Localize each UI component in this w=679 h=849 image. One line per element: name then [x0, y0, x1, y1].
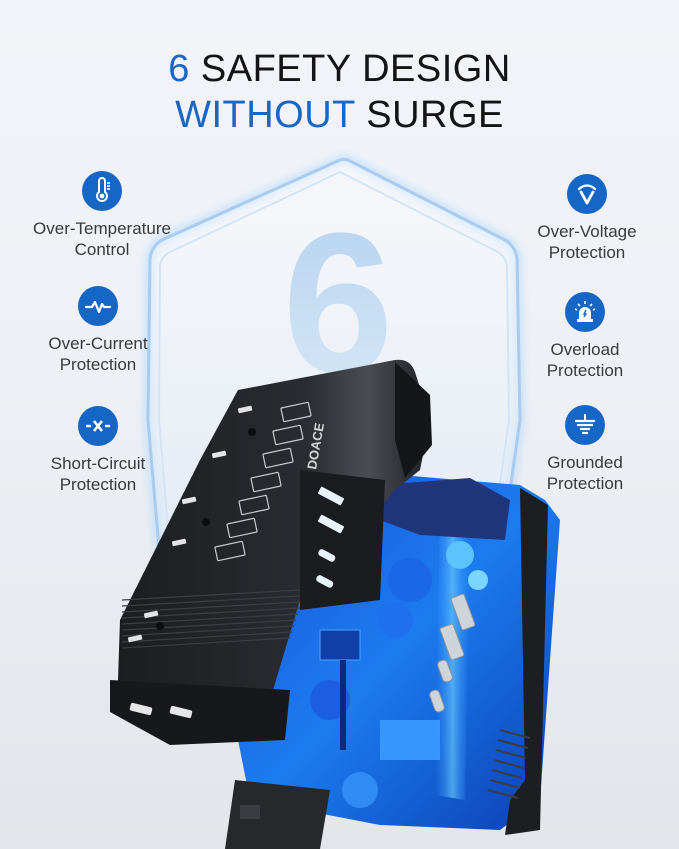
ground-icon — [565, 405, 605, 445]
feature-over-current: Over-Current Protection — [3, 286, 193, 375]
feature-label-line-2: Protection — [546, 474, 624, 493]
feature-label-line-1: Over-Voltage — [537, 222, 637, 241]
headline: 6 SAFETY DESIGN WITHOUT SURGE — [0, 46, 679, 138]
headline-line-2: WITHOUT SURGE — [0, 92, 679, 138]
feature-label-line-1: Grounded — [547, 453, 623, 472]
feature-label-line-2: Protection — [59, 355, 137, 374]
short-circuit-icon — [78, 406, 118, 446]
shield-shape — [146, 157, 522, 562]
headline-accent-word: WITHOUT — [175, 94, 356, 136]
feature-grounded: Grounded Protection — [490, 405, 679, 494]
feature-label-line-2: Protection — [59, 475, 137, 494]
feature-label-line-1: Over-Temperature — [33, 219, 171, 238]
feature-label-line-2: Protection — [546, 361, 624, 380]
thermometer-icon — [82, 171, 122, 211]
headline-line-1: 6 SAFETY DESIGN — [0, 46, 679, 92]
feature-short-circuit: Short-Circuit Protection — [3, 406, 193, 495]
headline-line-2-text: SURGE — [355, 94, 504, 136]
feature-over-temperature: Over-Temperature Control — [7, 171, 197, 260]
feature-label-line-1: Over-Current — [48, 334, 148, 353]
feature-label-line-2: Control — [74, 240, 130, 259]
shield-numeral: 6 — [282, 192, 393, 415]
headline-accent-number: 6 — [168, 48, 190, 90]
feature-over-voltage: Over-Voltage Protection — [492, 174, 679, 263]
device-brand: DOACE — [304, 421, 327, 470]
device-internals — [225, 475, 560, 849]
feature-label-line-1: Short-Circuit — [50, 454, 146, 473]
headline-line-1-text: SAFETY DESIGN — [189, 48, 511, 90]
feature-label-line-2: Protection — [548, 243, 626, 262]
voltage-icon — [567, 174, 607, 214]
feature-overload: Overload Protection — [490, 292, 679, 381]
pulse-icon — [78, 286, 118, 326]
alarm-light-icon — [565, 292, 605, 332]
feature-label-line-1: Overload — [550, 340, 620, 359]
